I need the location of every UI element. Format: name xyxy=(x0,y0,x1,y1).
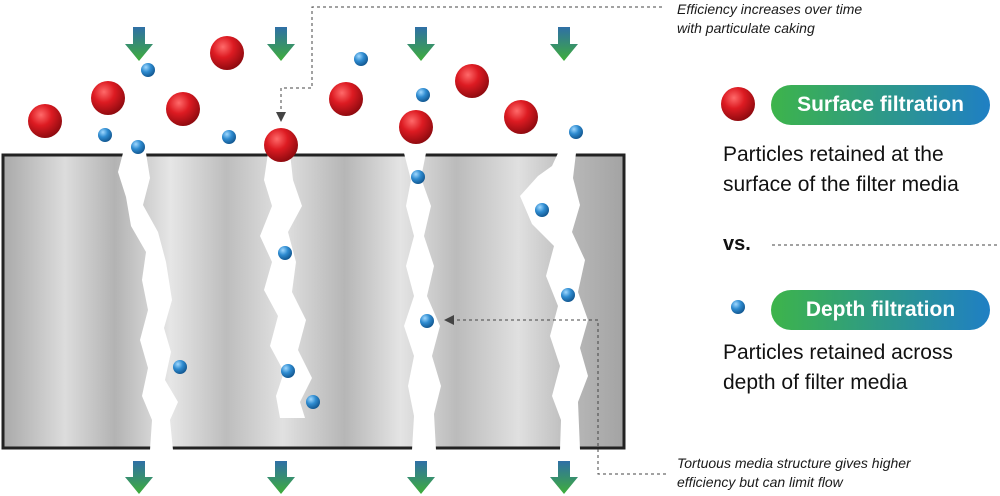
blue-particle-icon xyxy=(561,288,575,302)
top-leader-line xyxy=(280,6,662,114)
blue-particle-icon xyxy=(173,360,187,374)
description-line: Particles retained across xyxy=(723,341,953,364)
blue-particle-icon xyxy=(731,300,745,314)
arrow-down-icon xyxy=(550,27,578,61)
surface-filtration-badge: Surface filtration xyxy=(771,85,990,125)
outflow-arrows xyxy=(125,461,578,494)
vs-label: vs. xyxy=(723,233,751,255)
arrow-down-icon xyxy=(407,461,435,494)
surface-filtration-description: Particles retained at the surface of the… xyxy=(723,140,959,200)
blue-particle-icon xyxy=(416,88,430,102)
red-particle-icon xyxy=(166,92,200,126)
arrow-down-icon xyxy=(267,461,295,494)
surface-filtration-label: Surface filtration xyxy=(797,93,964,116)
arrow-down-icon xyxy=(125,461,153,494)
blue-particle-icon xyxy=(141,63,155,77)
blue-particle-icon xyxy=(222,130,236,144)
inflow-arrows xyxy=(125,27,578,61)
description-line: depth of filter media xyxy=(723,371,908,394)
channel-1 xyxy=(118,153,178,450)
blue-particle-icon xyxy=(354,52,368,66)
small-particles xyxy=(98,52,583,409)
blue-particle-icon xyxy=(569,125,583,139)
media-channels xyxy=(118,153,588,450)
caking-annotation: Efficiency increases over time with part… xyxy=(677,0,862,38)
annotation-line: with particulate caking xyxy=(677,20,815,36)
blue-particle-icon xyxy=(420,314,434,328)
red-particle-icon xyxy=(91,81,125,115)
tortuous-annotation: Tortuous media structure gives higher ef… xyxy=(677,454,911,492)
annotation-line: Tortuous media structure gives higher xyxy=(677,455,911,471)
red-particle-icon xyxy=(264,128,298,162)
red-particle-icon xyxy=(399,110,433,144)
description-line: Particles retained at the xyxy=(723,143,944,166)
depth-filtration-description: Particles retained across depth of filte… xyxy=(723,338,953,398)
red-particle-icon xyxy=(504,100,538,134)
blue-particle-icon xyxy=(278,246,292,260)
red-particle-icon xyxy=(721,87,755,121)
blue-particle-icon xyxy=(98,128,112,142)
red-particle-icon xyxy=(455,64,489,98)
arrow-down-icon xyxy=(407,27,435,61)
blue-particle-icon xyxy=(306,395,320,409)
large-particles xyxy=(28,36,538,162)
arrow-down-icon xyxy=(550,461,578,494)
blue-particle-icon xyxy=(535,203,549,217)
annotation-line: Efficiency increases over time xyxy=(677,1,863,17)
leader-lines xyxy=(280,6,998,475)
channel-2 xyxy=(260,153,312,418)
blue-particle-icon xyxy=(411,170,425,184)
depth-filtration-label: Depth filtration xyxy=(805,298,956,321)
channel-3 xyxy=(404,153,441,450)
blue-particle-icon xyxy=(281,364,295,378)
blue-particle-icon xyxy=(131,140,145,154)
arrow-down-icon xyxy=(125,27,153,61)
annotation-line: efficiency but can limit flow xyxy=(677,474,843,490)
bottom-leader-line xyxy=(452,319,666,475)
arrowhead-down-icon xyxy=(276,112,286,122)
arrow-down-icon xyxy=(267,27,295,61)
arrowhead-left-icon xyxy=(444,315,454,325)
depth-filtration-badge: Depth filtration xyxy=(771,290,990,330)
red-particle-icon xyxy=(28,104,62,138)
red-particle-icon xyxy=(210,36,244,70)
channel-4 xyxy=(520,153,588,450)
red-particle-icon xyxy=(329,82,363,116)
description-line: surface of the filter media xyxy=(723,173,959,196)
